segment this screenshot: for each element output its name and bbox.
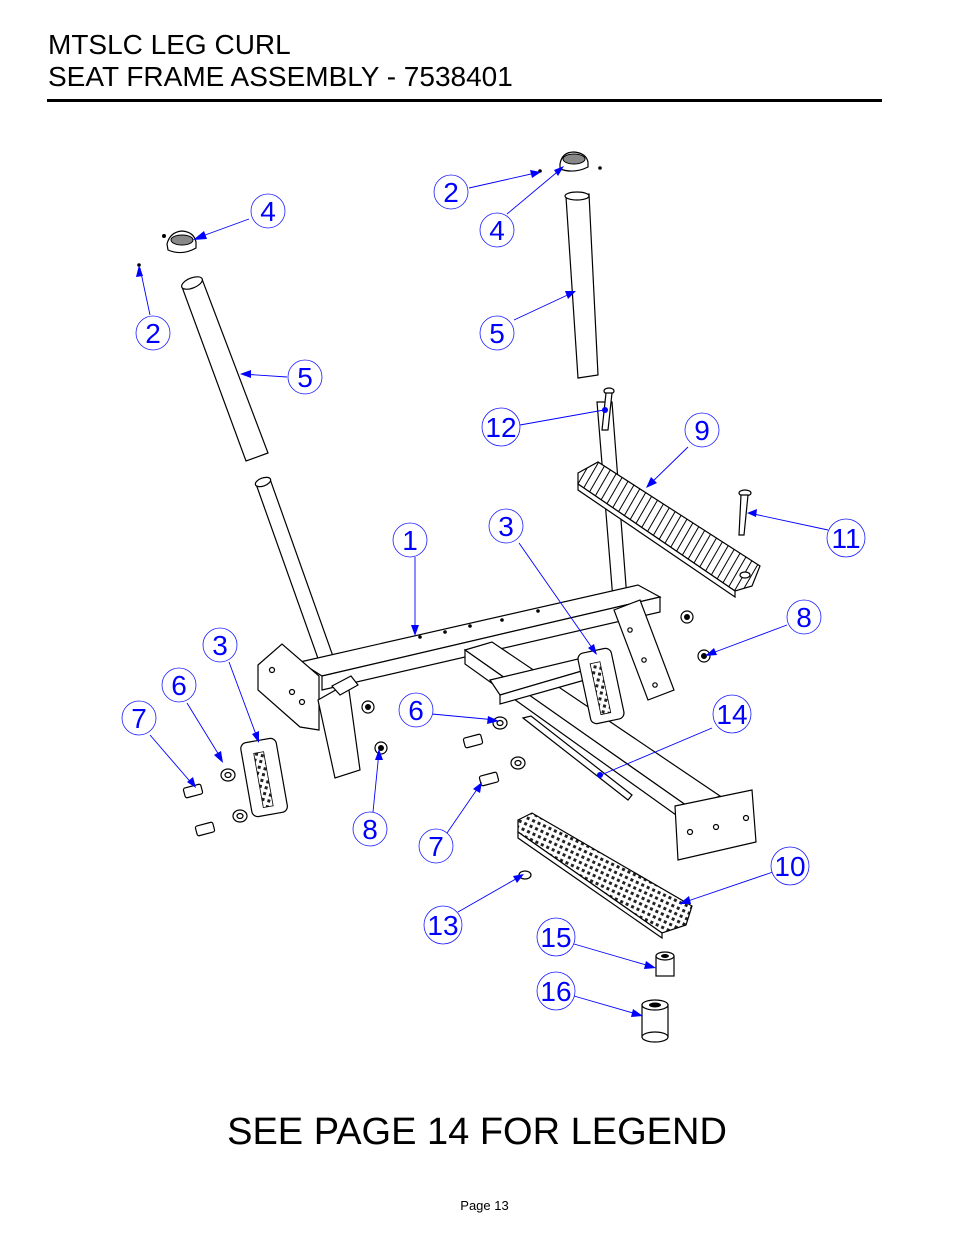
callout-label: 5 [489, 318, 505, 349]
callout-7-left: 7 [121, 700, 157, 736]
callout-8-right: 8 [786, 599, 822, 635]
spacer-16 [641, 999, 669, 1043]
callout-11: 11 [826, 518, 866, 558]
page-number: Page 13 [460, 1198, 509, 1213]
callout-3-left: 3 [202, 627, 238, 663]
left-side-plate [257, 643, 320, 731]
callout-label: 7 [131, 703, 147, 734]
callout-8-left: 8 [352, 811, 388, 847]
callout-label: 8 [362, 814, 378, 845]
callout-label: 5 [297, 362, 313, 393]
callout-label: 3 [498, 511, 514, 542]
callout-12: 12 [481, 407, 521, 447]
callout-label: 8 [796, 602, 812, 633]
callout-label: 10 [774, 851, 805, 882]
callout-balloons: 2 4 5 2 4 5 12 9 [121, 174, 866, 1011]
bolt-11 [738, 489, 752, 536]
frame-parts [137, 151, 761, 1043]
callout-label: 6 [171, 670, 187, 701]
left-end-cap [166, 230, 197, 254]
right-bracket [613, 599, 675, 701]
legend-reference-note: SEE PAGE 14 FOR LEGEND [227, 1111, 727, 1153]
callout-3-right: 3 [488, 508, 524, 544]
left-bracket [317, 675, 361, 779]
spacer-15 [655, 951, 675, 977]
callout-2-left: 2 [135, 315, 171, 351]
front-end-plate [674, 789, 757, 861]
callout-10: 10 [770, 846, 810, 886]
title-underline [47, 99, 882, 102]
callout-label: 9 [694, 415, 710, 446]
callout-5-left: 5 [287, 359, 323, 395]
flat-strip [521, 715, 633, 801]
callout-label: 14 [716, 699, 747, 730]
callout-label: 2 [145, 318, 161, 349]
left-bumper-guide [240, 737, 288, 818]
callout-16: 16 [536, 971, 576, 1011]
leader-lines [136, 166, 829, 1017]
callout-label: 4 [260, 196, 276, 227]
callout-6-mid: 6 [398, 692, 434, 728]
callout-label: 16 [540, 976, 571, 1007]
left-pad-tube [181, 276, 269, 462]
bottom-foot-plate [517, 812, 693, 940]
callout-label: 3 [212, 630, 228, 661]
right-end-cap [559, 151, 589, 172]
callout-5-right: 5 [479, 315, 515, 351]
callout-9: 9 [684, 412, 720, 448]
callout-6-left: 6 [161, 667, 197, 703]
callout-15: 15 [536, 917, 576, 957]
hardware [182, 610, 711, 880]
callout-13: 13 [423, 905, 463, 945]
callout-4-left: 4 [250, 193, 286, 229]
callout-label: 13 [427, 910, 458, 941]
callout-7-mid: 7 [418, 828, 454, 864]
left-cap-screw [162, 234, 166, 238]
callout-label: 15 [540, 922, 571, 953]
left-upright-post [254, 476, 341, 682]
callout-4-right: 4 [479, 212, 515, 248]
callout-2-right: 2 [433, 174, 469, 210]
page-title-line2: SEAT FRAME ASSEMBLY - 7538401 [48, 61, 513, 92]
right-cap-screw [598, 166, 602, 170]
callout-label: 11 [831, 523, 860, 554]
callout-label: 7 [428, 831, 444, 862]
callout-label: 1 [402, 525, 418, 556]
callout-label: 2 [443, 177, 459, 208]
page-title-line1: MTSLC LEG CURL [48, 29, 291, 60]
callout-label: 6 [408, 695, 424, 726]
callout-14: 14 [712, 694, 752, 734]
top-foot-pad [577, 461, 761, 599]
callout-label: 4 [489, 215, 505, 246]
callout-label: 12 [485, 412, 516, 443]
right-pad-tube [564, 191, 599, 379]
callout-1: 1 [392, 522, 428, 558]
